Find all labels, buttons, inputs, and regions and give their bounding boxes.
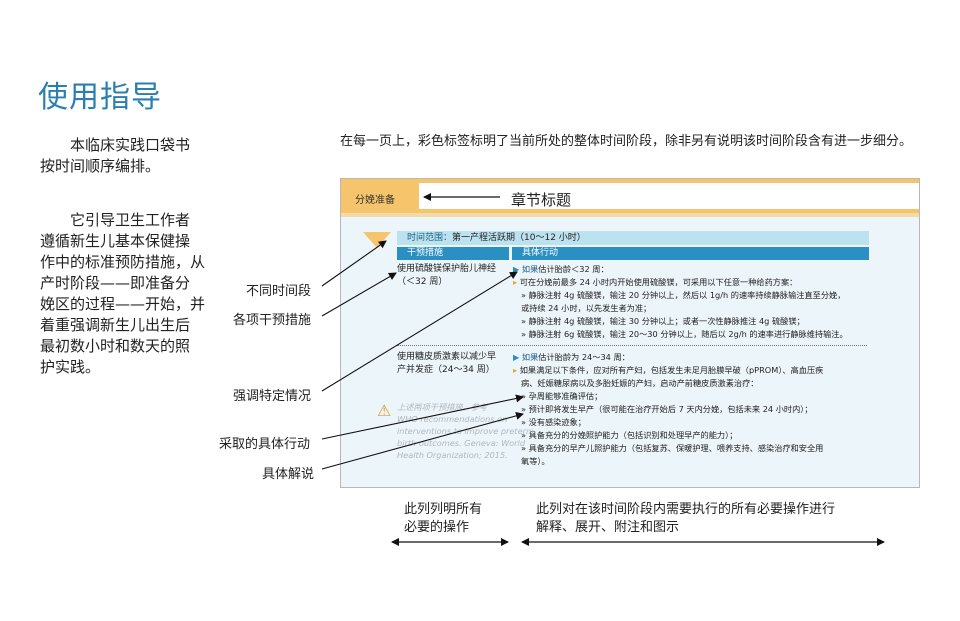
intro-line: 作中的标准预防措施，从 (40, 253, 206, 271)
bottom-note-left: 此列列明所有 必要的操作 (404, 501, 482, 537)
intro-paragraph-2: 它引导卫生工作者 遵循新生儿基本保健操 作中的标准预防措施，从 产时阶段——即准… (40, 210, 220, 378)
arrow-specific-explanation (321, 411, 524, 470)
condition-keyword: 如果 (521, 352, 539, 362)
triangle-bullet-icon: ▶ (513, 264, 520, 274)
page-example-figure: 分娩准备 章节标题 时间范围：第一产程活跃期（10～12 小时） 干预措施 具体… (340, 178, 920, 488)
note-line: 解释、展开、附注和图示 (536, 520, 680, 535)
time-range-label: 时间范围： (407, 233, 453, 243)
reference-line: 上述两项干预措施，参考 (397, 402, 488, 412)
action-line: ▸ 如果满足以下条件，应对所有产妇，包括发生未足月胎膜早破（pPROM）、高血压… (513, 364, 873, 377)
intro-paragraph-1: 本临床实践口袋书 按时间顺序编排。 (40, 135, 220, 177)
action-condition: ▶ 如果估计胎龄为 24～34 周： (513, 351, 873, 364)
intro-line: 着重强调新生儿出生后 (40, 316, 191, 334)
action-line: » 没有感染迹象； (521, 417, 586, 427)
action-text: 可在分娩前最多 24 小时内开始使用硫酸镁，可采用以下任意一种给药方案： (519, 277, 798, 287)
callout-specific-explanation: 具体解说 (262, 467, 315, 482)
action-line: » 静脉注射 4g 硫酸镁，输注 20 分钟以上，然后以 1g/h 的速率持续静… (521, 290, 846, 300)
condition-keyword: 如果 (521, 264, 539, 274)
intro-line: 它引导卫生工作者 (70, 211, 191, 229)
action-condition: ▶ 如果估计胎龄＜32 周： (513, 263, 873, 276)
action-line: » 具备充分的早产儿照护能力（包括复苏、保暖护理、喂养支持、感染治疗和安全用 (521, 443, 824, 453)
intro-line: 本临床实践口袋书 (70, 136, 191, 154)
intervention-line: （＜32 周） (397, 277, 448, 287)
time-range-row: 时间范围：第一产程活跃期（10～12 小时） (397, 231, 869, 245)
action-text: 如果满足以下条件，应对所有产妇，包括发生未足月胎膜早破（pPROM）、高血压疾 (519, 365, 824, 375)
arrow-time-periods (321, 240, 387, 287)
intro-line: 娩区的过程——开始，并 (40, 295, 206, 313)
time-range-value: 第一产程活跃期（10～12 小时） (452, 233, 586, 243)
intervention-line: 产并发症（24～34 周） (397, 365, 495, 375)
action-line: » 孕周能够准确评估； (521, 391, 603, 401)
intro-line: 护实践。 (40, 358, 101, 376)
callout-specific-situation: 强调特定情况 (233, 389, 312, 404)
reference-line: birth outcomes. Geneva: World (397, 438, 526, 448)
bottom-note-right: 此列对在该时间阶段内需要执行的所有必要操作进行 解释、展开、附注和图示 (536, 501, 835, 537)
page-title: 使用指导 (38, 80, 162, 115)
note-line: 必要的操作 (404, 520, 470, 535)
action-line: 氧等）。 (521, 456, 550, 466)
intro-line: 遵循新生儿基本保健操 (40, 232, 191, 250)
arrow-interventions (321, 272, 397, 317)
column-header-actions: 具体行动 (512, 247, 869, 260)
action-block: ▶ 如果估计胎龄为 24～34 周： ▸ 如果满足以下条件，应对所有产妇，包括发… (513, 351, 873, 468)
intro-line: 按时间顺序编排。 (40, 157, 161, 175)
reference-line: interventions to improve preterm (397, 426, 535, 436)
action-line: » 静脉注射 4g 硫酸镁，输注 30 分钟以上；或者一次性静脉推注 4g 硫酸… (521, 316, 805, 326)
chapter-underline (341, 213, 919, 217)
condition-text: 估计胎龄＜32 周： (538, 264, 609, 274)
action-line: ▸ 可在分娩前最多 24 小时内开始使用硫酸镁，可采用以下任意一种给药方案： (513, 276, 873, 289)
intervention-line: 使用硫酸镁保护胎儿神经 (397, 264, 497, 274)
top-description: 在每一页上，彩色标签标明了当前所处的整体时间阶段，除非另有说明该时间阶段含有进一… (340, 134, 913, 149)
action-line: 或持续 24 小时，以先发生者为准； (521, 303, 652, 313)
reference-note: 上述两项干预措施，参考 WHO recommendations on inter… (397, 401, 567, 461)
callout-interventions: 各项干预措施 (233, 313, 312, 328)
action-line: 病、妊娠糖尿病以及多胎妊娠的产妇，启动产前糖皮质激素治疗： (521, 378, 759, 388)
intervention-item: 使用硫酸镁保护胎儿神经 （＜32 周） (397, 263, 509, 289)
reference-line: Health Organization; 2015. (397, 450, 508, 460)
chapter-title-bar (419, 183, 919, 209)
action-line: » 预计即将发生早产（很可能在治疗开始后 7 天内分娩，包括未来 24 小时内）… (521, 404, 813, 414)
action-block: ▶ 如果估计胎龄＜32 周： ▸ 可在分娩前最多 24 小时内开始使用硫酸镁，可… (513, 263, 873, 341)
column-header-interventions: 干预措施 (397, 247, 509, 260)
note-line: 此列对在该时间阶段内需要执行的所有必要操作进行 (536, 502, 836, 517)
chapter-tab-label: 分娩准备 (355, 195, 395, 206)
condition-text: 估计胎龄为 24～34 周： (538, 352, 630, 362)
section-divider (397, 345, 867, 346)
arrow-specific-situation (321, 271, 518, 392)
reference-line: WHO recommendations on (397, 414, 508, 424)
triangle-bullet-icon: ▶ (513, 352, 520, 362)
intervention-item: 使用糖皮质激素以减少早 产并发症（24～34 周） (397, 351, 509, 377)
action-line: » 具备充分的分娩照护能力（包括识别和处理早产的能力）； (521, 430, 738, 440)
orange-bullet-icon: ▸ (513, 277, 518, 287)
callout-time-periods: 不同时间段 (246, 284, 312, 299)
orange-bullet-icon: ▸ (513, 365, 518, 375)
intro-line: 最初数小时和数天的照 (40, 337, 191, 355)
warning-icon: ⚠ (377, 401, 392, 420)
callout-chapter-title: 章节标题 (511, 191, 572, 209)
arrow-specific-actions (321, 394, 524, 440)
intro-line: 产时阶段——即准备分 (40, 274, 191, 292)
note-line: 此列列明所有 (404, 502, 483, 517)
action-line: » 静脉注射 6g 硫酸镁，输注 20～30 分钟以上，随后以 2g/h 的速率… (521, 329, 848, 339)
callout-specific-actions: 采取的具体行动 (219, 437, 311, 452)
intervention-line: 使用糖皮质激素以减少早 (397, 352, 497, 362)
